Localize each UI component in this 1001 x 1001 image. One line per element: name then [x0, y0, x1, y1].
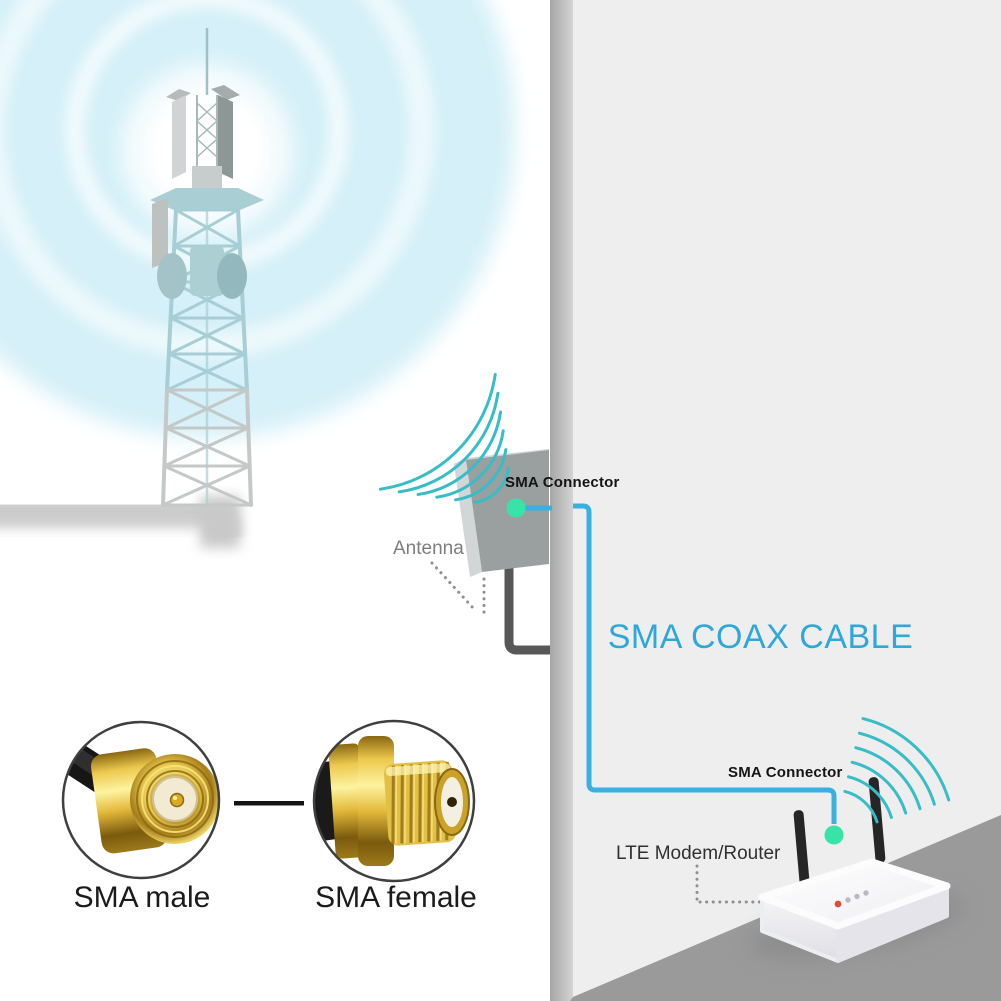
sma-male-label: SMA male: [73, 881, 211, 914]
cell-tower-icon: [150, 28, 264, 507]
lte-modem-router-label: LTE Modem/Router: [616, 843, 781, 864]
router-top-face: [758, 858, 951, 930]
sma-female-photo: [312, 719, 476, 883]
tower-antenna-pod-left: [157, 253, 187, 299]
leader-lines: [430, 561, 762, 904]
router-led: [854, 893, 860, 900]
tower-antenna-panel: [190, 246, 224, 296]
connector-dot-icon-router: [824, 825, 844, 845]
wall-edge: [550, 0, 573, 1001]
sma-female-label: SMA female: [315, 881, 477, 914]
antenna-feed-cable: [504, 566, 560, 655]
sma-male-photo: [61, 720, 221, 880]
router-icon: [750, 777, 964, 963]
router-led: [863, 890, 869, 896]
sma-connector-label-antenna: SMA Connector: [505, 474, 620, 491]
wifi-signal-icon-antenna: [378, 372, 510, 504]
antenna-label: Antenna: [393, 538, 464, 559]
tower-shadow: [0, 484, 240, 548]
center-socket: [447, 797, 457, 807]
connector-dot-icon-antenna: [506, 498, 526, 518]
hex-nut: [328, 743, 368, 859]
antenna-leader-diagonal: [430, 561, 476, 611]
lock-ring: [358, 736, 394, 866]
signal-rings-icon: [0, 0, 515, 438]
wifi-signal-icon-router: [843, 717, 951, 824]
center-pin: [169, 792, 185, 808]
connector-link-line: [234, 801, 304, 806]
tower-antenna-pod-right: [217, 253, 247, 299]
router-led: [845, 897, 851, 903]
sma-connector-label-router: SMA Connector: [728, 764, 843, 781]
router-led-red: [834, 900, 842, 908]
headline-sma-coax-cable: SMA COAX CABLE: [607, 618, 914, 656]
router-antenna-left: [793, 810, 811, 898]
